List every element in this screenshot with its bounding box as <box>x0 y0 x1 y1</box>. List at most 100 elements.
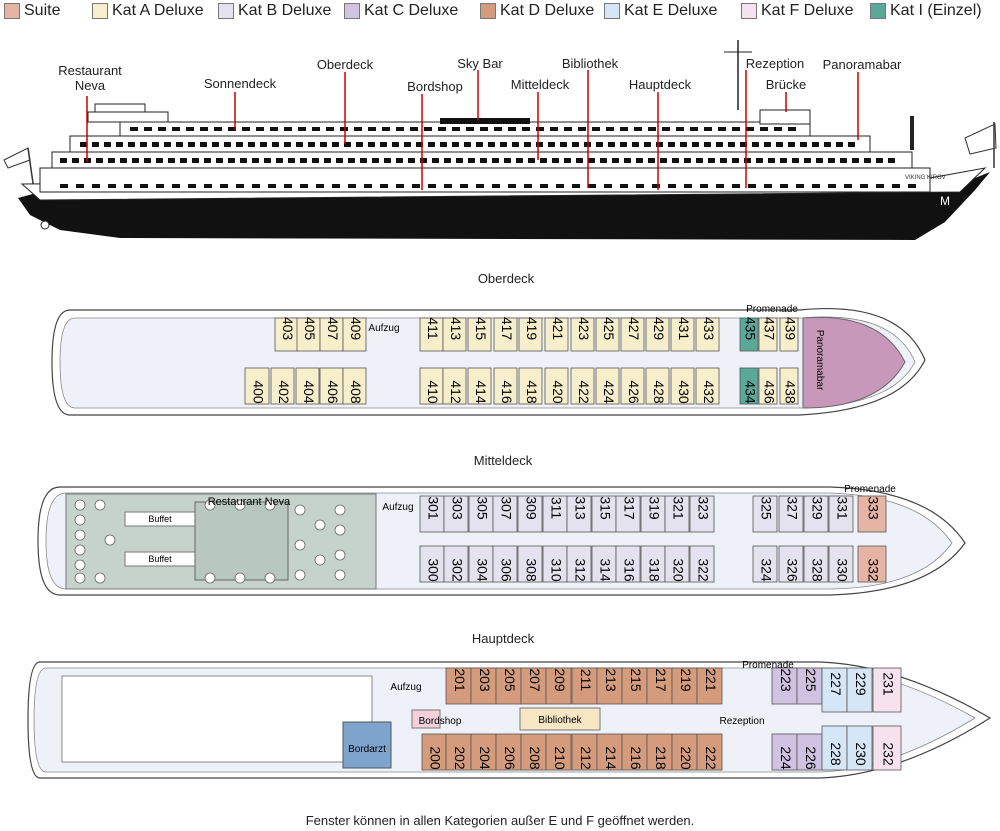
cabin-number: 203 <box>477 668 493 692</box>
hauptdeck-aufzug: Aufzug <box>390 682 421 693</box>
cabin-221: 221 <box>696 667 723 705</box>
cabin-number: 436 <box>761 380 777 404</box>
cabin-number: 324 <box>758 558 774 582</box>
restaurant-neva-label: Restaurant Neva <box>208 496 291 508</box>
cabin-321: 321 <box>664 495 690 533</box>
cabin-308: 308 <box>517 545 543 583</box>
cabin-232: 232 <box>872 725 902 771</box>
deck-title-mitteldeck: Mitteldeck <box>473 453 533 468</box>
cabin-number: 207 <box>527 668 543 692</box>
label-panoramabar: Panoramabar <box>822 57 902 72</box>
cabin-429: 429 <box>645 317 670 352</box>
cabin-number: 223 <box>778 668 794 692</box>
bibliothek-room <box>519 707 601 731</box>
cabin-209: 209 <box>545 667 572 705</box>
cabin-number: 323 <box>695 496 711 520</box>
legend-swatch <box>741 3 757 19</box>
cabin-number: 303 <box>449 496 465 520</box>
cabin-number: 205 <box>502 668 518 692</box>
cabin-number: 435 <box>742 317 758 341</box>
label-leaders <box>86 70 859 190</box>
cabin-number: 306 <box>498 558 514 582</box>
label-hauptdeck: Hauptdeck <box>628 77 692 92</box>
cabin-number: 318 <box>646 558 662 582</box>
legend-label: Kat D Deluxe <box>500 2 595 19</box>
cabin-number: 216 <box>628 746 644 770</box>
cabin-number: 302 <box>449 558 465 582</box>
cabin-418: 418 <box>518 367 543 405</box>
cabin-number: 437 <box>761 317 777 341</box>
legend-item: Kat D Deluxe <box>480 2 594 22</box>
cabin-number: 406 <box>325 380 341 404</box>
cabin-number: 222 <box>703 746 719 770</box>
label-bordshop: Bordshop <box>407 79 463 94</box>
cabin-210: 210 <box>545 733 572 771</box>
cabin-212: 212 <box>571 733 598 771</box>
cabin-number: 424 <box>601 380 617 404</box>
cabin-424: 424 <box>595 367 620 405</box>
legend-swatch <box>4 3 20 19</box>
cabin-number: 310 <box>548 558 564 582</box>
cabin-227: 227 <box>821 667 848 713</box>
cabin-218: 218 <box>646 733 673 771</box>
cabin-324: 324 <box>752 545 778 583</box>
cabin-number: 434 <box>742 380 758 404</box>
deck-plan-hauptdeck <box>27 661 992 779</box>
cabin-313: 313 <box>566 495 592 533</box>
cabin-number: 213 <box>603 668 619 692</box>
cabin-229: 229 <box>846 667 873 713</box>
cabin-439: 439 <box>779 317 799 352</box>
svg-text:M: M <box>940 194 950 208</box>
cabin-number: 428 <box>651 380 667 404</box>
cabin-226: 226 <box>796 733 823 771</box>
cabin-number: 400 <box>250 380 266 404</box>
cabin-408: 408 <box>342 367 367 405</box>
cabin-432: 432 <box>695 367 720 405</box>
legend-swatch <box>480 3 496 19</box>
cabin-number: 403 <box>280 317 296 341</box>
cabin-number: 304 <box>474 558 490 582</box>
cabin-317: 317 <box>615 495 641 533</box>
rezeption-label: Rezeption <box>719 716 764 727</box>
cabin-416: 416 <box>493 367 518 405</box>
cabin-409: 409 <box>342 317 367 352</box>
cabin-310: 310 <box>542 545 568 583</box>
cabin-number: 320 <box>670 558 686 582</box>
ship-name: VIKING KIROV <box>905 175 946 181</box>
cabin-number: 404 <box>301 380 317 404</box>
cabin-405: 405 <box>296 317 321 352</box>
cabin-number: 328 <box>809 558 825 582</box>
cabin-307: 307 <box>492 495 518 533</box>
cabin-number: 200 <box>427 746 443 770</box>
cabin-number: 426 <box>626 380 642 404</box>
cabin-217: 217 <box>646 667 673 705</box>
cabin-422: 422 <box>570 367 595 405</box>
cabin-423: 423 <box>570 317 595 352</box>
cabin-number: 219 <box>678 668 694 692</box>
cabin-number: 439 <box>782 317 798 341</box>
cabin-number: 325 <box>758 496 774 520</box>
cabin-number: 333 <box>865 496 881 520</box>
cabin-425: 425 <box>595 317 620 352</box>
cabin-204: 204 <box>470 733 497 771</box>
cabin-number: 331 <box>834 496 850 520</box>
cabin-319: 319 <box>640 495 666 533</box>
label-restaurant-neva: Restaurant Neva <box>58 63 122 93</box>
cabin-216: 216 <box>621 733 648 771</box>
cabin-number: 202 <box>452 746 468 770</box>
deck-title-oberdeck: Oberdeck <box>477 271 535 286</box>
cabin-220: 220 <box>671 733 698 771</box>
cabin-number: 206 <box>502 746 518 770</box>
legend-swatch <box>92 3 108 19</box>
cabin-number: 427 <box>626 317 642 341</box>
cabin-number: 212 <box>578 746 594 770</box>
legend-item: Kat I (Einzel) <box>870 2 982 22</box>
buffet-label: Buffet <box>148 514 172 524</box>
cabin-number: 311 <box>548 497 564 520</box>
label-bruecke: Brücke <box>765 77 807 92</box>
cabin-number: 315 <box>597 496 613 520</box>
cabin-number: 430 <box>676 380 692 404</box>
cabin-number: 429 <box>651 317 667 341</box>
hauptdeck-promenade: Promenade <box>742 660 794 671</box>
